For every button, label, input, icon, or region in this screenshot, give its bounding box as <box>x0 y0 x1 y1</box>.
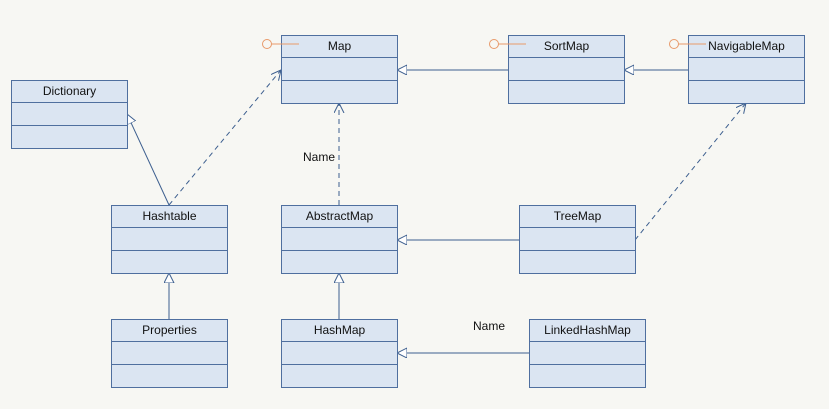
class-map[interactable]: Map <box>262 35 398 104</box>
class-treemap[interactable]: TreeMap <box>519 205 636 274</box>
class-box <box>688 35 805 104</box>
class-name: Hashtable <box>142 209 196 223</box>
relation-label-linkedhashmap: Name <box>473 319 505 333</box>
class-hashtable[interactable]: Hashtable <box>111 205 228 274</box>
class-name: HashMap <box>314 323 366 337</box>
class-box <box>111 319 228 388</box>
class-name: Dictionary <box>43 84 96 98</box>
class-name: TreeMap <box>554 209 602 223</box>
relation-hashtable-to-map <box>168 70 281 206</box>
class-navigablemap[interactable]: NavigableMap <box>669 35 805 104</box>
relation-label-abstractmap: Name <box>303 150 335 164</box>
class-name: NavigableMap <box>708 39 785 53</box>
class-hashmap[interactable]: HashMap <box>281 319 398 388</box>
class-name: Map <box>328 39 352 53</box>
class-name: Properties <box>142 323 197 337</box>
class-name: AbstractMap <box>306 209 374 223</box>
class-box <box>519 205 636 274</box>
interface-lollipop-icon <box>489 39 499 49</box>
class-name: LinkedHashMap <box>544 323 631 337</box>
class-box <box>111 205 228 274</box>
relation-treemap-to-navigablemap <box>634 103 746 241</box>
class-dictionary[interactable]: Dictionary <box>11 80 128 149</box>
class-box <box>11 80 128 149</box>
edges-layer <box>127 70 746 353</box>
relation-hashtable-to-dictionary <box>127 114 170 206</box>
classes-layer: Map SortMap NavigableMapDictionaryHashtabl… <box>11 35 805 388</box>
class-abstractmap[interactable]: AbstractMap <box>281 205 398 274</box>
class-box <box>508 35 625 104</box>
interface-lollipop-icon <box>262 39 272 49</box>
class-sortmap[interactable]: SortMap <box>489 35 625 104</box>
class-name: SortMap <box>544 39 590 53</box>
class-box <box>529 319 646 388</box>
interface-lollipop-icon <box>669 39 679 49</box>
class-linkedhashmap[interactable]: LinkedHashMap <box>529 319 646 388</box>
class-box <box>281 35 398 104</box>
class-box <box>281 319 398 388</box>
class-properties[interactable]: Properties <box>111 319 228 388</box>
class-box <box>281 205 398 274</box>
